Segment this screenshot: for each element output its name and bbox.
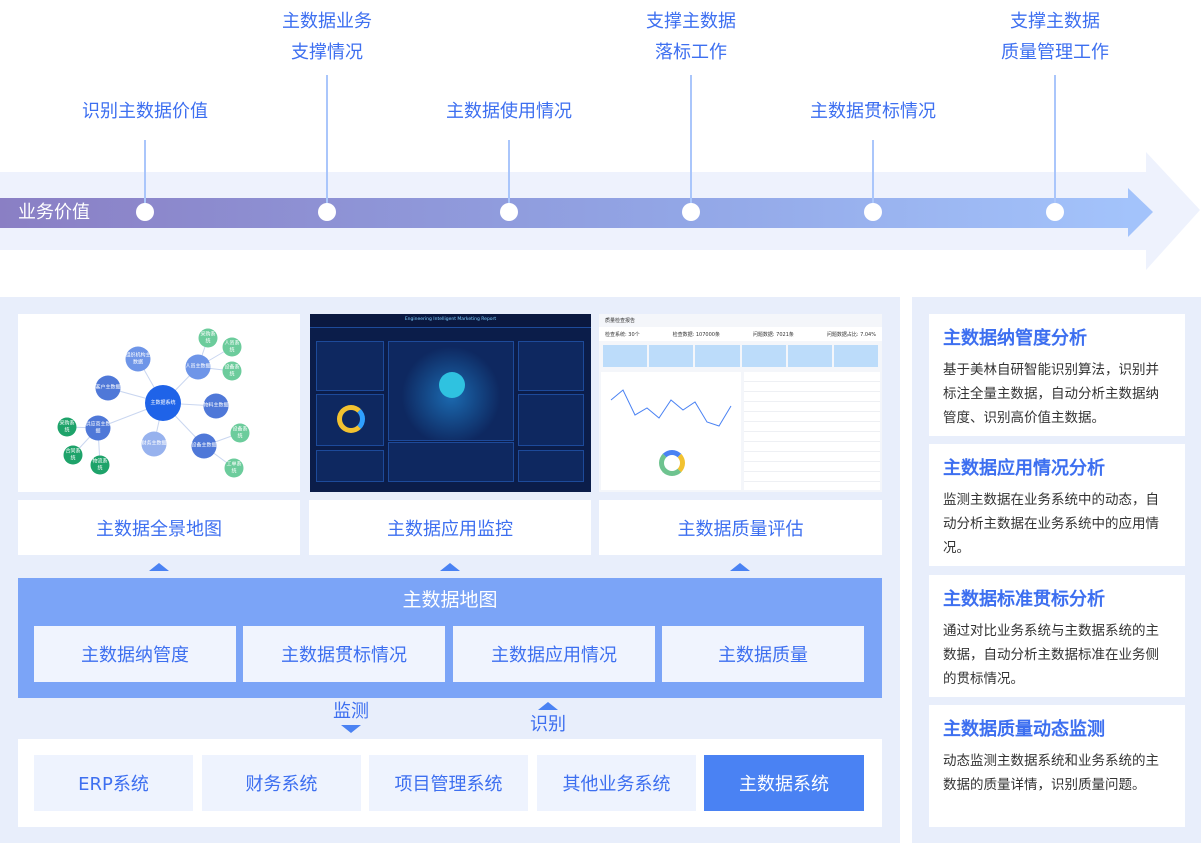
card-application-analysis: 主数据应用情况分析监测主数据在业务系统中的动态，自动分析主数据在业务系统中的应用… <box>929 444 1185 566</box>
milestone-line: 识别主数据价值 <box>82 101 208 122</box>
milestone-line: 落标工作 <box>655 42 727 63</box>
milestone-line: 质量管理工作 <box>1001 42 1109 63</box>
card-standard-analysis: 主数据标准贯标分析通过对比业务系统与主数据系统的主数据，自动分析主数据标准在业务… <box>929 575 1185 697</box>
timeline-connector <box>690 75 692 212</box>
card-body: 动态监测主数据系统和业务系统的主数据的质量详情，识别质量问题。 <box>943 753 1159 793</box>
timeline-connector <box>326 75 328 212</box>
caption-master-data-quality-assessment[interactable]: 主数据质量评估 <box>599 500 882 555</box>
map-item-quality[interactable]: 主数据质量 <box>662 626 864 682</box>
card-title: 主数据纳管度分析 <box>943 328 1087 349</box>
monitor-label: 监测 <box>333 701 369 722</box>
card-quality-monitoring: 主数据质量动态监测动态监测主数据系统和业务系统的主数据的质量详情，识别质量问题。 <box>929 705 1185 827</box>
card-body: 监测主数据在业务系统中的动态，自动分析主数据在业务系统中的应用情况。 <box>943 492 1159 556</box>
timeline-big-arrow <box>1146 152 1200 270</box>
mindmap-node: 客户主数据 <box>95 375 121 401</box>
timeline-dot <box>500 203 518 221</box>
arrow-down-icon <box>341 725 361 733</box>
timeline-milestone: 支撑主数据落标工作 <box>591 6 791 68</box>
card-title: 主数据应用情况分析 <box>943 458 1105 479</box>
map-item-application[interactable]: 主数据应用情况 <box>453 626 655 682</box>
mindmap-node: 设备系统 <box>222 361 242 381</box>
mindmap-node: 设备系统 <box>230 423 250 443</box>
timeline-milestone: 识别主数据价值 <box>45 96 245 127</box>
quality-stat: 问题数据占比: 7.04% <box>826 331 876 338</box>
mindmap-node: 采购系统 <box>57 417 77 437</box>
timeline-connector <box>872 140 874 212</box>
timeline-milestone: 主数据贯标情况 <box>773 96 973 127</box>
arrow-up-icon <box>149 563 169 571</box>
mindmap-node: 人资系统 <box>222 337 242 357</box>
card-coverage-analysis: 主数据纳管度分析基于美林自研智能识别算法，识别并标注全量主数据，自动分析主数据纳… <box>929 314 1185 436</box>
quality-stat: 检查系统: 30个 <box>605 331 640 338</box>
timeline-connector <box>144 140 146 212</box>
caption-master-data-panorama-map[interactable]: 主数据全景地图 <box>18 500 300 555</box>
timeline-bar <box>0 198 1130 228</box>
timeline-dot <box>864 203 882 221</box>
mindmap-node: 采购系统 <box>198 328 218 348</box>
system-master-data[interactable]: 主数据系统 <box>704 755 864 811</box>
timeline-dot <box>318 203 336 221</box>
caption-master-data-application-monitoring[interactable]: 主数据应用监控 <box>309 500 591 555</box>
timeline-dot <box>682 203 700 221</box>
monitoring-dashboard-thumbnail: Engineering Intelligent Marketing Report <box>310 314 591 492</box>
quality-stat: 问题数据: 7021条 <box>752 331 794 338</box>
timeline-dot <box>136 203 154 221</box>
timeline-milestone: 主数据使用情况 <box>409 96 609 127</box>
timeline-milestone: 主数据业务支撑情况 <box>227 6 427 68</box>
quality-report-thumbnail: 质量检查报告 检查系统: 30个 检查数据: 107000条 问题数据: 7021条… <box>599 314 882 492</box>
card-body: 通过对比业务系统与主数据系统的主数据，自动分析主数据标准在业务侧的贯标情况。 <box>943 623 1159 687</box>
system-project-management[interactable]: 项目管理系统 <box>369 755 528 811</box>
mindmap-node: 人员主数据 <box>185 354 211 380</box>
timeline-arrow-head <box>1128 188 1153 237</box>
map-item-coverage[interactable]: 主数据纳管度 <box>34 626 236 682</box>
mindmap-node: 主数据系统 <box>145 385 181 421</box>
milestone-line: 支撑主数据 <box>1010 11 1100 32</box>
mindmap-node: 组织机构主数据 <box>125 346 151 372</box>
arrow-up-icon <box>440 563 460 571</box>
dashboard-title: Engineering Intelligent Marketing Report <box>404 317 497 322</box>
mindmap-node: 合同系统 <box>63 445 83 465</box>
mindmap-node: 物料主数据 <box>203 393 229 419</box>
timeline-connector <box>508 140 510 212</box>
card-title: 主数据标准贯标分析 <box>943 589 1105 610</box>
milestone-line: 支撑情况 <box>291 42 363 63</box>
mindmap-node: 工单系统 <box>224 458 244 478</box>
timeline-milestone: 支撑主数据质量管理工作 <box>955 6 1155 68</box>
system-other-business[interactable]: 其他业务系统 <box>537 755 696 811</box>
card-body: 基于美林自研智能识别算法，识别并标注全量主数据，自动分析主数据纳管度、识别高价值… <box>943 362 1159 426</box>
mindmap-node: 财务主数据 <box>141 431 167 457</box>
arrow-up-icon <box>538 702 558 710</box>
milestone-line: 支撑主数据 <box>646 11 736 32</box>
map-item-standard-compliance[interactable]: 主数据贯标情况 <box>243 626 445 682</box>
timeline-dot <box>1046 203 1064 221</box>
mindmap-node: 设备主数据 <box>191 433 217 459</box>
mindmap-node: 物流系统 <box>90 455 110 475</box>
timeline-axis-label: 业务价值 <box>18 202 90 223</box>
master-data-map-title: 主数据地图 <box>402 589 498 611</box>
mindmap-thumbnail: 主数据系统组织机构主数据人员主数据客户主数据物料主数据供应商主数据财务主数据设备… <box>18 314 300 492</box>
identify-label: 识别 <box>530 714 566 735</box>
timeline-connector <box>1054 75 1056 212</box>
milestone-line: 主数据业务 <box>282 11 372 32</box>
arrow-up-icon <box>730 563 750 571</box>
system-erp[interactable]: ERP系统 <box>34 755 193 811</box>
quality-header: 质量检查报告 <box>605 318 636 324</box>
card-title: 主数据质量动态监测 <box>943 719 1105 740</box>
system-finance[interactable]: 财务系统 <box>202 755 361 811</box>
mindmap-node: 供应商主数据 <box>85 415 111 441</box>
milestone-line: 主数据贯标情况 <box>810 101 936 122</box>
milestone-line: 主数据使用情况 <box>446 101 572 122</box>
quality-stat: 检查数据: 107000条 <box>672 331 720 338</box>
